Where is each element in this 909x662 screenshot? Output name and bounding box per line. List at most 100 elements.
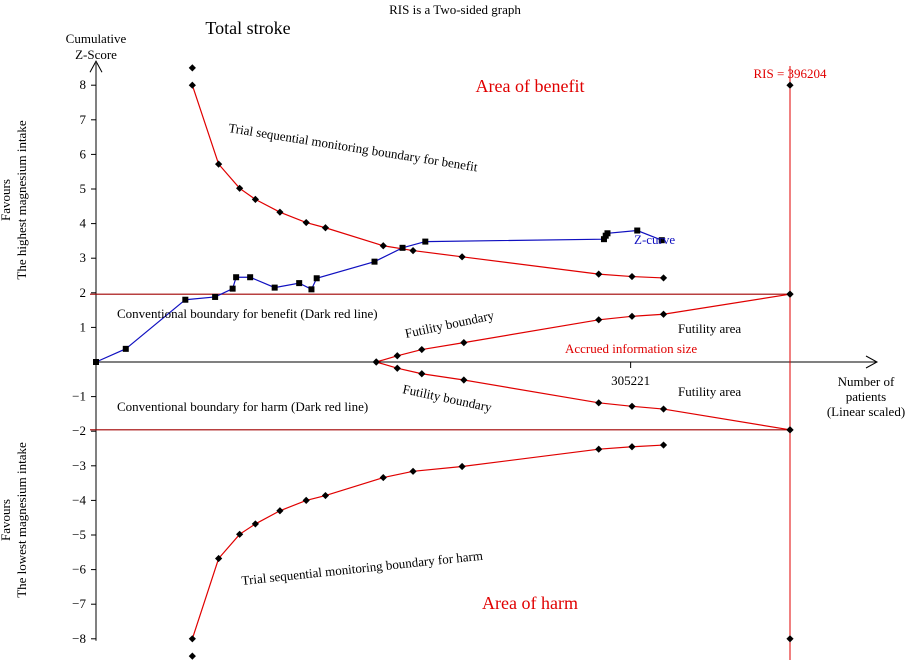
y-tick-label: 5 xyxy=(80,181,87,196)
boundary-point xyxy=(188,81,196,89)
boundary-point xyxy=(236,530,244,538)
zcurve-point xyxy=(122,345,129,352)
boundary-point xyxy=(276,507,284,515)
x-axis-arrow xyxy=(865,355,879,369)
zcurve-point xyxy=(313,275,320,282)
boundary-point xyxy=(628,402,636,410)
zcurve-point xyxy=(93,359,99,365)
boundary-point xyxy=(460,376,468,384)
y-tick-label: −6 xyxy=(72,562,86,577)
y-tick-label: 2 xyxy=(80,285,87,300)
zcurve-point xyxy=(600,236,607,243)
futility-area-lower-label: Futility area xyxy=(678,384,741,399)
boundary-point xyxy=(595,399,603,407)
zcurve-label: Z-curve xyxy=(634,232,675,247)
y-tick-label: 3 xyxy=(80,250,87,265)
boundary-line-3 xyxy=(376,293,791,363)
boundary-point xyxy=(302,496,310,504)
y-tick-label: −4 xyxy=(72,492,86,507)
y-tick-label: 4 xyxy=(80,216,87,231)
y-tick-label: −7 xyxy=(72,596,86,611)
zcurve-point xyxy=(271,284,278,291)
boundary-point xyxy=(595,445,603,453)
ris-marker xyxy=(786,635,794,643)
boundary-point xyxy=(215,554,223,563)
favours-lower-line2: The lowest magnesium intake xyxy=(14,442,29,598)
series-markers xyxy=(93,64,794,660)
y-tick-label: −5 xyxy=(72,527,86,542)
boundary-point xyxy=(628,272,636,281)
y-axis-label-line2: Z-Score xyxy=(75,47,117,62)
futility-lower-label: Futility boundary xyxy=(401,381,493,415)
y-tick-label: −8 xyxy=(72,631,86,646)
boundary-line-4 xyxy=(376,361,791,431)
zcurve-point xyxy=(604,230,611,237)
zcurve-point xyxy=(233,274,240,281)
zcurve-point xyxy=(212,293,219,300)
zcurve-point xyxy=(308,286,315,293)
boundary-point xyxy=(659,405,668,413)
zcurve-point xyxy=(182,296,189,303)
boundary-point xyxy=(659,441,668,449)
boundary-point xyxy=(215,160,223,168)
x-tick-label: 305221 xyxy=(611,373,650,388)
y-tick-label: −2 xyxy=(72,423,86,438)
tsmb-benefit-label: Trial sequential monitoring boundary for… xyxy=(228,120,480,174)
ris-label: RIS = 396204 xyxy=(753,66,827,81)
boundary-point xyxy=(786,290,794,298)
tsmb-harm-label: Trial sequential monitoring boundary for… xyxy=(241,548,484,588)
y-tick-label: 7 xyxy=(80,112,87,127)
chart-title: Total stroke xyxy=(205,18,290,38)
futility-area-upper-label: Futility area xyxy=(678,321,741,336)
favours-lower-label: Favours The lowest magnesium intake xyxy=(0,442,29,598)
boundary-point xyxy=(659,310,668,318)
y-tick-label: −1 xyxy=(72,389,86,404)
boundary-point xyxy=(372,358,380,366)
boundary-point xyxy=(393,352,401,360)
favours-upper-label: Favours The highest magnesium intake xyxy=(0,120,29,279)
zcurve-point xyxy=(371,258,378,265)
y-tick-label: 1 xyxy=(80,319,87,334)
favours-upper-line1: Favours xyxy=(0,179,13,221)
boundary-point xyxy=(460,339,468,347)
zcurve-point xyxy=(247,274,254,281)
boundary-point xyxy=(276,208,284,216)
ris-marker xyxy=(786,81,794,89)
x-axis-label-line3: (Linear scaled) xyxy=(827,404,905,419)
conv-benefit-label: Conventional boundary for benefit (Dark … xyxy=(117,306,378,321)
boundary-point xyxy=(595,316,603,324)
zcurve-point xyxy=(399,244,406,251)
y-tick-label: 6 xyxy=(80,146,87,161)
zcurve-point xyxy=(229,285,236,292)
boundary-point xyxy=(251,195,259,203)
boundary-point xyxy=(379,473,387,482)
y-tick-label: 8 xyxy=(80,77,87,92)
y-tick-label: −3 xyxy=(72,458,86,473)
zcurve-point xyxy=(658,237,665,244)
boundary-point xyxy=(409,467,417,475)
boundary-point xyxy=(418,370,426,378)
boundary-point xyxy=(628,312,636,320)
axes: 8 7 6 5 4 3 2 1 −1 −2 −3 −4 −5 −6 −7 −8 305221 xyxy=(72,60,879,646)
y-axis-arrow xyxy=(89,60,103,73)
favours-lower-line1: Favours xyxy=(0,499,13,541)
zcurve-point xyxy=(422,238,429,245)
extra-marker xyxy=(188,64,196,72)
extra-marker xyxy=(188,652,196,660)
favours-upper-line2: The highest magnesium intake xyxy=(14,120,29,279)
accrued-info-label: Accrued information size xyxy=(565,341,697,356)
y-axis-label-line1: Cumulative xyxy=(66,31,127,46)
x-axis-label-line2: patients xyxy=(846,389,886,404)
boundary-point xyxy=(659,274,668,282)
boundary-point xyxy=(302,218,310,227)
area-of-harm-label: Area of harm xyxy=(482,593,578,613)
boundary-point xyxy=(628,443,636,451)
boundary-point xyxy=(188,635,196,643)
boundary-point xyxy=(418,345,426,354)
boundary-point xyxy=(379,242,387,250)
chart-caption: RIS is a Two-sided graph xyxy=(389,2,521,17)
boundary-point xyxy=(321,224,330,232)
boundary-point xyxy=(458,253,466,261)
boundary-point xyxy=(786,426,794,434)
boundary-point xyxy=(321,491,330,500)
